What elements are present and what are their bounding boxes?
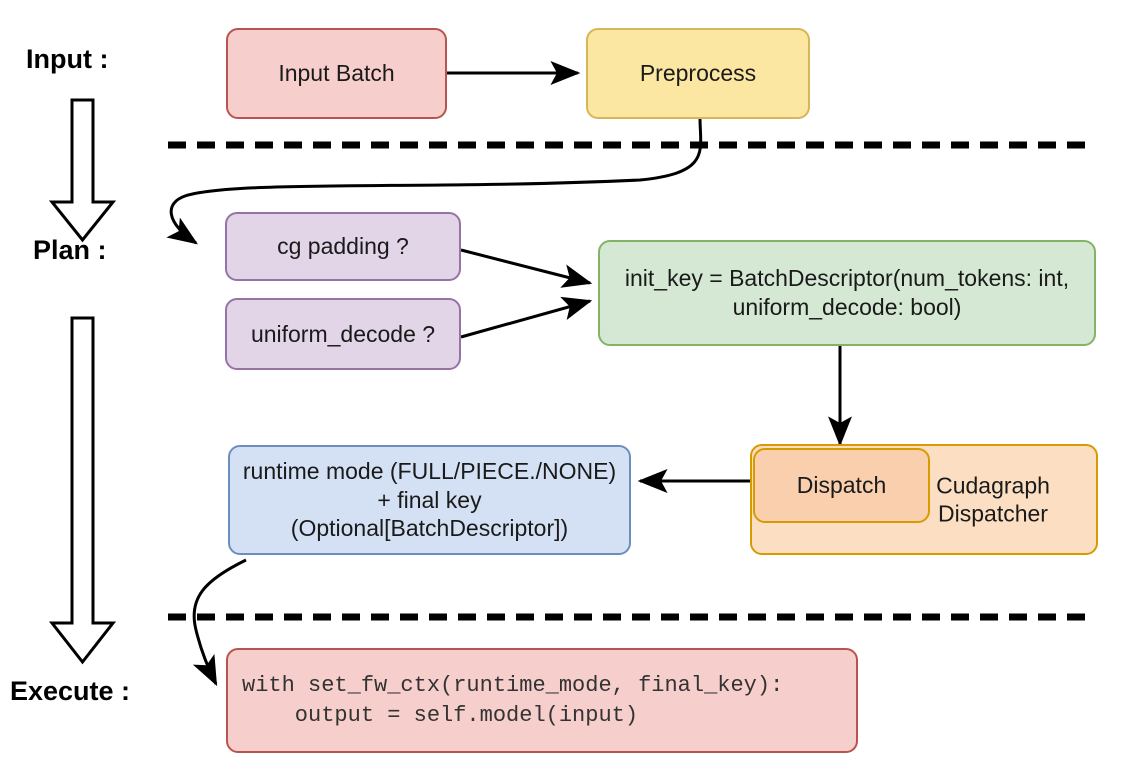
node-runtime-mode[interactable]: runtime mode (FULL/PIECE./NONE) + final …	[228, 445, 631, 555]
edge-cg-padding-to-init-key	[460, 248, 593, 288]
input-to-plan-arrow	[48, 98, 117, 243]
node-init-key[interactable]: init_key = BatchDescriptor(num_tokens: i…	[598, 240, 1096, 346]
stage-label-plan: Plan :	[33, 235, 107, 265]
stage-label-execute: Execute :	[10, 676, 131, 706]
node-uniform-decode-label: uniform_decode ?	[250, 320, 436, 347]
node-input-batch[interactable]: Input Batch	[226, 28, 447, 119]
edge-uniform-decode-to-init-key	[460, 296, 593, 339]
node-execute-code-line1: with set_fw_ctx(runtime_mode, final_key)…	[242, 672, 784, 698]
node-preprocess-label: Preprocess	[639, 60, 757, 87]
node-execute-code-line2: output = self.model(input)	[242, 702, 639, 728]
node-dispatch[interactable]: Dispatch	[753, 448, 930, 523]
node-dispatch-label: Dispatch	[796, 472, 887, 499]
node-cudagraph-dispatcher-label: Cudagraph Dispatcher	[908, 471, 1078, 529]
node-init-key-line2: uniform_decode: bool)	[732, 294, 962, 320]
node-uniform-decode[interactable]: uniform_decode ?	[225, 298, 461, 370]
node-execute-code[interactable]: with set_fw_ctx(runtime_mode, final_key)…	[226, 648, 858, 753]
node-cudagraph-dispatcher-line1: Cudagraph	[936, 471, 1050, 498]
node-init-key-line1: init_key = BatchDescriptor(num_tokens: i…	[624, 265, 1070, 292]
stage-label-input: Input :	[26, 44, 109, 74]
node-runtime-mode-line1: runtime mode (FULL/PIECE./NONE)	[242, 457, 617, 484]
plan-to-execute-arrow	[48, 316, 117, 665]
node-cg-padding[interactable]: cg padding ?	[225, 212, 461, 281]
node-cg-padding-label: cg padding ?	[277, 233, 409, 260]
node-cudagraph-dispatcher-line2: Dispatcher	[938, 500, 1048, 527]
node-runtime-mode-line2: + final key (Optional[BatchDescriptor])	[290, 486, 569, 542]
node-input-batch-label: Input Batch	[278, 60, 395, 87]
node-preprocess[interactable]: Preprocess	[586, 28, 810, 119]
